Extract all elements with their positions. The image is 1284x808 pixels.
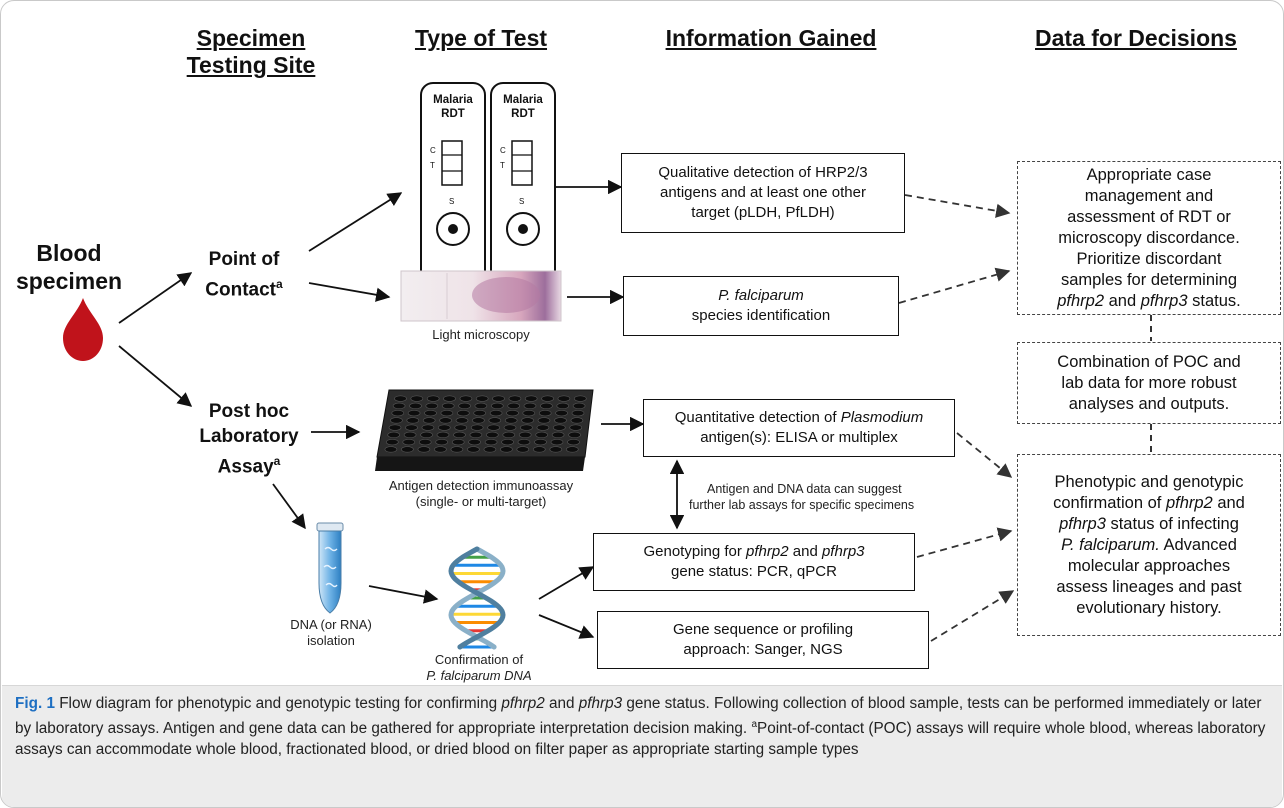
arrow-lab-to-tube <box>272 483 306 530</box>
arrow-sequence-to-decision <box>930 590 1015 642</box>
well-plate-icon <box>375 389 594 471</box>
rdt-1-t-label: T <box>430 161 435 170</box>
arrow-poc-to-microscopy <box>308 282 391 302</box>
light-microscopy-label: Light microscopy <box>432 327 530 342</box>
rdt-2-s-label: S <box>519 197 525 206</box>
arrow-dna-to-genotyping <box>538 566 595 600</box>
decision-box-case-management: Appropriate case management and assessme… <box>1017 161 1281 315</box>
dna-helix-icon <box>448 546 506 650</box>
decision-box-combination: Combination of POC and lab data for more… <box>1017 342 1281 424</box>
decision-box-confirmation: Phenotypic and genotypic confirmation of… <box>1017 454 1281 636</box>
arrow-blood-to-poc <box>118 272 193 324</box>
arrow-qualitative-to-decision <box>904 194 1011 218</box>
info-box-sequencing: Gene sequence or profiling approach: San… <box>597 611 929 669</box>
antigen-detection-label: Antigen detection immunoassay (single- o… <box>388 478 574 509</box>
arrow-dna-to-sequence <box>538 614 595 639</box>
info-box-qualitative-detection: Qualitative detection of HRP2/3 antigens… <box>621 153 905 233</box>
header-specimen-site: Specimen Testing Site <box>186 25 316 78</box>
blood-drop-icon <box>63 298 103 361</box>
arrow-species-to-decision <box>898 267 1011 304</box>
caption-background <box>2 685 1282 807</box>
arrow-poc-to-rdt <box>308 192 403 252</box>
confirmation-dna-label: Confirmation of P. falciparum DNA <box>426 652 532 683</box>
antigen-dna-note: Antigen and DNA data can suggest further… <box>689 482 915 512</box>
rdt-2-t-label: T <box>500 161 505 170</box>
info-box-genotyping: Genotyping for pfhrp2 and pfhrp3 gene st… <box>593 533 915 591</box>
arrow-quantitative-to-decision <box>956 432 1013 478</box>
post-hoc-lab-label: Post hoc Laboratory Assaya <box>199 401 299 478</box>
microscopy-slide-icon <box>400 270 562 322</box>
dna-isolation-label: DNA (or RNA) isolation <box>290 617 372 648</box>
figure-number: Fig. 1 <box>15 695 55 712</box>
rdt-2-c-label: C <box>500 146 506 155</box>
dna-tube-icon <box>316 522 344 614</box>
arrow-blood-to-lab <box>118 345 193 407</box>
figure-caption: Fig. 1 Flow diagram for phenotypic and g… <box>15 695 1266 759</box>
blood-specimen-label: Blood specimen <box>15 240 123 294</box>
rdt-cassette-2 <box>490 82 556 290</box>
info-box-quantitative-detection: Quantitative detection of Plasmodium ant… <box>643 399 955 457</box>
info-box-species-identification: P. falciparum species identification <box>623 276 899 336</box>
point-of-contact-label: Point of Contacta <box>205 249 283 301</box>
header-data-for-decisions: Data for Decisions <box>1035 25 1237 51</box>
rdt-1-s-label: S <box>449 197 455 206</box>
arrow-tube-to-dna <box>368 585 439 604</box>
rdt-cassette-1 <box>420 82 486 290</box>
arrow-genotyping-to-decision <box>916 527 1013 558</box>
header-information-gained: Information Gained <box>665 25 877 51</box>
header-type-of-test: Type of Test <box>414 25 548 51</box>
diagram-graphics <box>63 82 1152 650</box>
rdt-1-c-label: C <box>430 146 436 155</box>
